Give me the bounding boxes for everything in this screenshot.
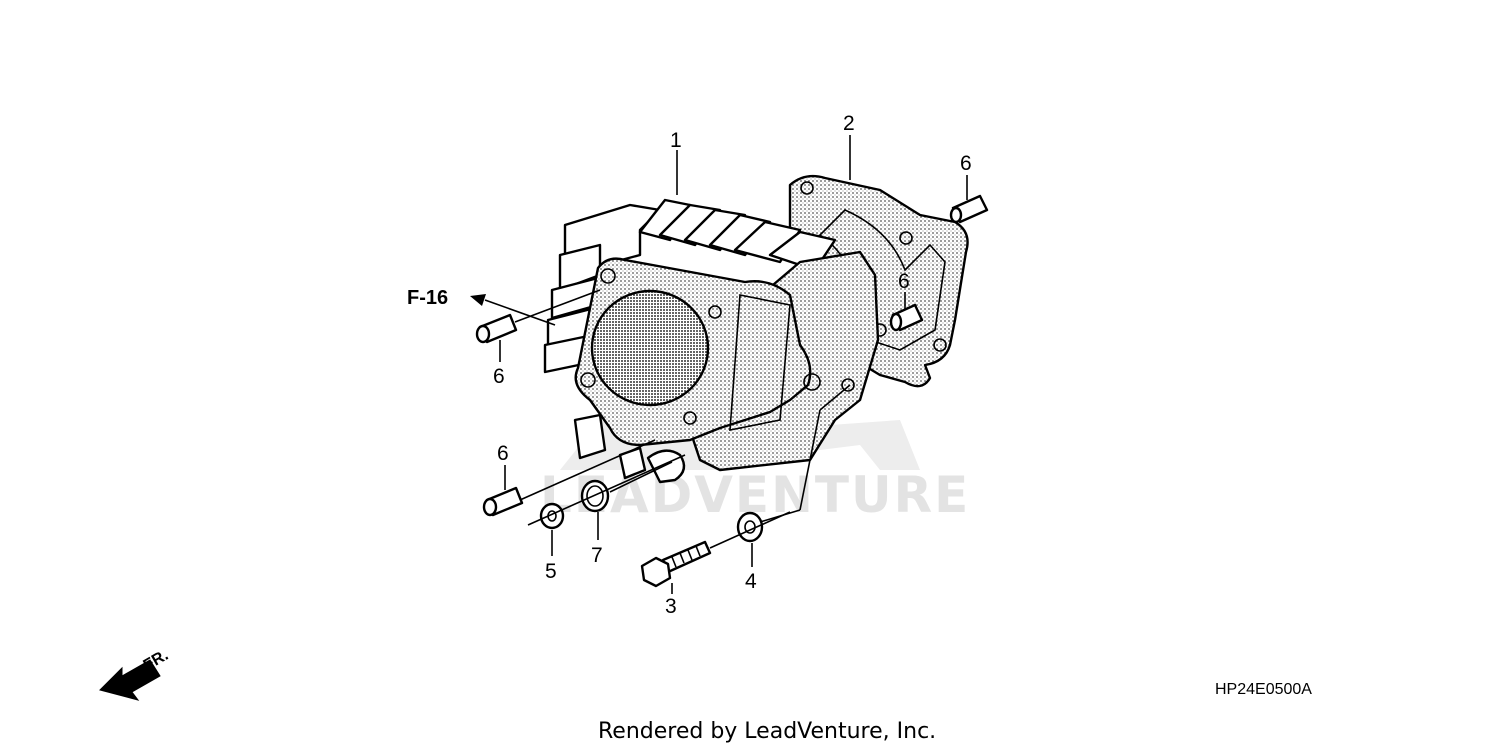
bolt [640, 540, 712, 588]
dowel-pin-left [475, 313, 518, 344]
reference-arrow [470, 294, 556, 326]
callout-5: 5 [545, 560, 557, 583]
cylinder [543, 198, 880, 484]
dowel-pin-lower-left [482, 486, 524, 517]
callout-6-upper-right: 6 [960, 152, 972, 175]
callout-6-left: 6 [493, 365, 505, 388]
dowel-pin-upper-right [949, 194, 989, 224]
reference-label: F-16 [407, 287, 448, 309]
callout-1: 1 [670, 129, 682, 152]
cylinder-gasket [788, 174, 969, 388]
callout-6-middle-right: 6 [898, 270, 910, 293]
callout-7: 7 [591, 544, 603, 567]
leader-lines [499, 135, 968, 594]
front-direction-arrow: FR. [99, 647, 171, 701]
callout-2: 2 [843, 112, 855, 135]
callout-6-lower-left: 6 [497, 442, 509, 465]
sealing-washer [539, 502, 565, 530]
dowel-pin-middle-right [889, 303, 924, 332]
callout-3: 3 [665, 595, 677, 618]
drawing-code: HP24E0500A [1215, 681, 1312, 698]
callout-4: 4 [745, 570, 757, 593]
footer-credit: Rendered by LeadVenture, Inc. [598, 719, 936, 744]
